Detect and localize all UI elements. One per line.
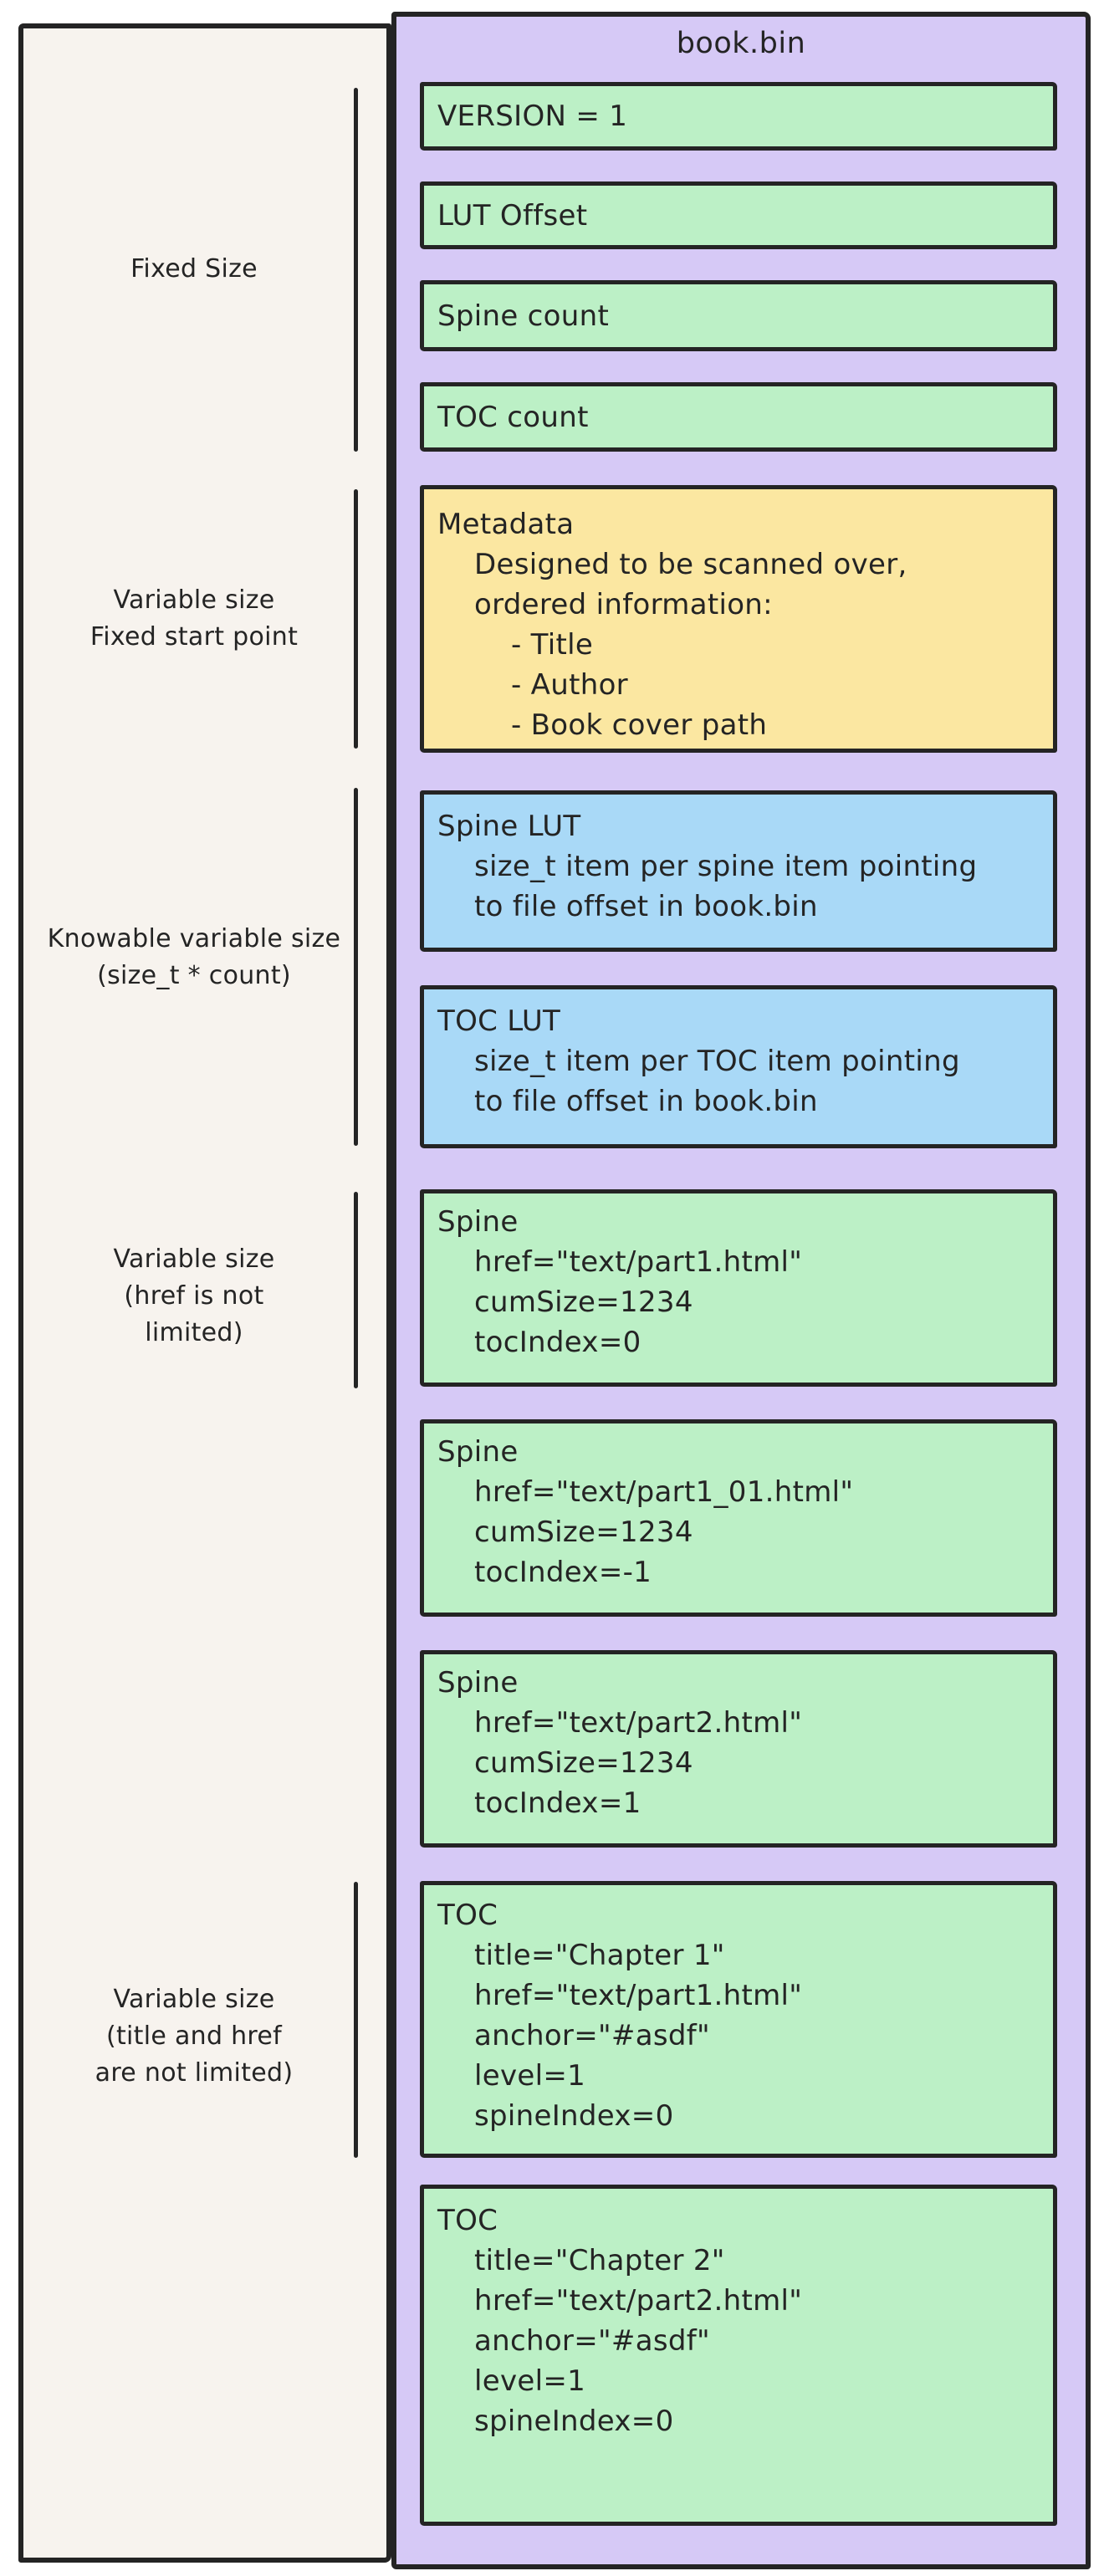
- label-line: Knowable variable size: [47, 924, 341, 953]
- box-line: - Title: [511, 628, 594, 662]
- box-line: TOC count: [437, 400, 589, 434]
- box-line: anchor="#asdf": [474, 2019, 710, 2052]
- box-line: TOC: [437, 2204, 498, 2237]
- box-line: cumSize=1234: [474, 1285, 693, 1319]
- label-variable-href: Variable size (href is not limited): [38, 1241, 350, 1352]
- label-line: Fixed Size: [130, 254, 258, 284]
- label-line: (title and href: [105, 2021, 283, 2051]
- box-line: href="text/part1.html": [474, 1245, 803, 1279]
- bracket-variable-title-href: [354, 1882, 358, 2158]
- label-line: Variable size: [113, 585, 275, 615]
- box-line: spineIndex=0: [474, 2405, 674, 2438]
- box-line: href="text/part2.html": [474, 1706, 803, 1740]
- record-box-toc-2: TOC title="Chapter 2" href="text/part2.h…: [420, 2185, 1057, 2526]
- box-line: Spine: [437, 1205, 519, 1239]
- box-line: TOC LUT: [437, 1004, 561, 1038]
- record-box-spine-2: Spine href="text/part1_01.html" cumSize=…: [420, 1419, 1057, 1617]
- record-box-spine-1: Spine href="text/part1.html" cumSize=123…: [420, 1189, 1057, 1387]
- label-knowable-variable: Knowable variable size (size_t * count): [38, 921, 350, 994]
- box-line: href="text/part1.html": [474, 1979, 803, 2012]
- label-line: limited): [145, 1318, 243, 1347]
- label-fixed-size: Fixed Size: [38, 251, 350, 288]
- field-box-version: VERSION = 1: [420, 82, 1057, 151]
- bracket-variable-href: [354, 1192, 358, 1388]
- box-line: tocIndex=-1: [474, 1556, 652, 1589]
- box-line: level=1: [474, 2364, 586, 2398]
- label-line: Fixed start point: [89, 622, 299, 652]
- box-line: to file offset in book.bin: [474, 890, 818, 923]
- field-box-spine-count: Spine count: [420, 280, 1057, 351]
- label-variable-title-href: Variable size (title and href are not li…: [38, 1981, 350, 2092]
- box-line: level=1: [474, 2059, 586, 2093]
- box-line: spineIndex=0: [474, 2099, 674, 2133]
- label-variable-fixed-start: Variable size Fixed start point: [38, 582, 350, 656]
- box-line: Spine LUT: [437, 810, 581, 843]
- box-line: to file offset in book.bin: [474, 1085, 818, 1118]
- label-line: are not limited): [95, 2058, 294, 2088]
- box-line: - Book cover path: [511, 708, 768, 742]
- box-line: href="text/part2.html": [474, 2284, 803, 2318]
- bracket-fixed-size: [354, 88, 358, 452]
- record-box-spine-3: Spine href="text/part2.html" cumSize=123…: [420, 1650, 1057, 1848]
- label-line: (size_t * count): [97, 961, 291, 990]
- box-line: title="Chapter 2": [474, 2244, 725, 2277]
- bracket-variable-fixed-start: [354, 489, 358, 749]
- record-box-toc-1: TOC title="Chapter 1" href="text/part1.h…: [420, 1881, 1057, 2158]
- file-container: book.bin VERSION = 1 LUT Offset Spine co…: [391, 12, 1091, 2569]
- field-box-toc-count: TOC count: [420, 382, 1057, 452]
- bracket-knowable-variable: [354, 788, 358, 1146]
- box-line: LUT Offset: [437, 198, 588, 233]
- box-line: tocIndex=1: [474, 1786, 641, 1820]
- label-line: Variable size: [113, 1985, 275, 2014]
- box-line: ordered information:: [474, 588, 773, 621]
- box-line: title="Chapter 1": [474, 1939, 725, 1972]
- field-box-spine-lut: Spine LUT size_t item per spine item poi…: [420, 790, 1057, 952]
- file-title: book.bin: [676, 27, 806, 60]
- box-line: VERSION = 1: [437, 100, 628, 133]
- box-line: Designed to be scanned over,: [474, 548, 907, 581]
- box-line: anchor="#asdf": [474, 2324, 710, 2358]
- box-line: Metadata: [437, 508, 575, 541]
- box-line: Spine count: [437, 299, 610, 333]
- annotation-panel: Fixed Size Variable size Fixed start poi…: [18, 23, 391, 2563]
- label-line: Variable size: [113, 1245, 275, 1274]
- box-line: Spine: [437, 1666, 519, 1699]
- field-box-metadata: Metadata Designed to be scanned over, or…: [420, 485, 1057, 753]
- box-line: cumSize=1234: [474, 1515, 693, 1549]
- box-line: size_t item per spine item pointing: [474, 850, 978, 883]
- box-line: tocIndex=0: [474, 1326, 641, 1359]
- field-box-toc-lut: TOC LUT size_t item per TOC item pointin…: [420, 985, 1057, 1148]
- label-line: (href is not: [124, 1281, 264, 1311]
- box-line: TOC: [437, 1899, 498, 1932]
- field-box-lut-offset: LUT Offset: [420, 181, 1057, 249]
- box-line: cumSize=1234: [474, 1746, 693, 1780]
- box-line: size_t item per TOC item pointing: [474, 1045, 960, 1078]
- box-line: href="text/part1_01.html": [474, 1475, 854, 1509]
- box-line: - Author: [511, 668, 628, 702]
- box-line: Spine: [437, 1435, 519, 1469]
